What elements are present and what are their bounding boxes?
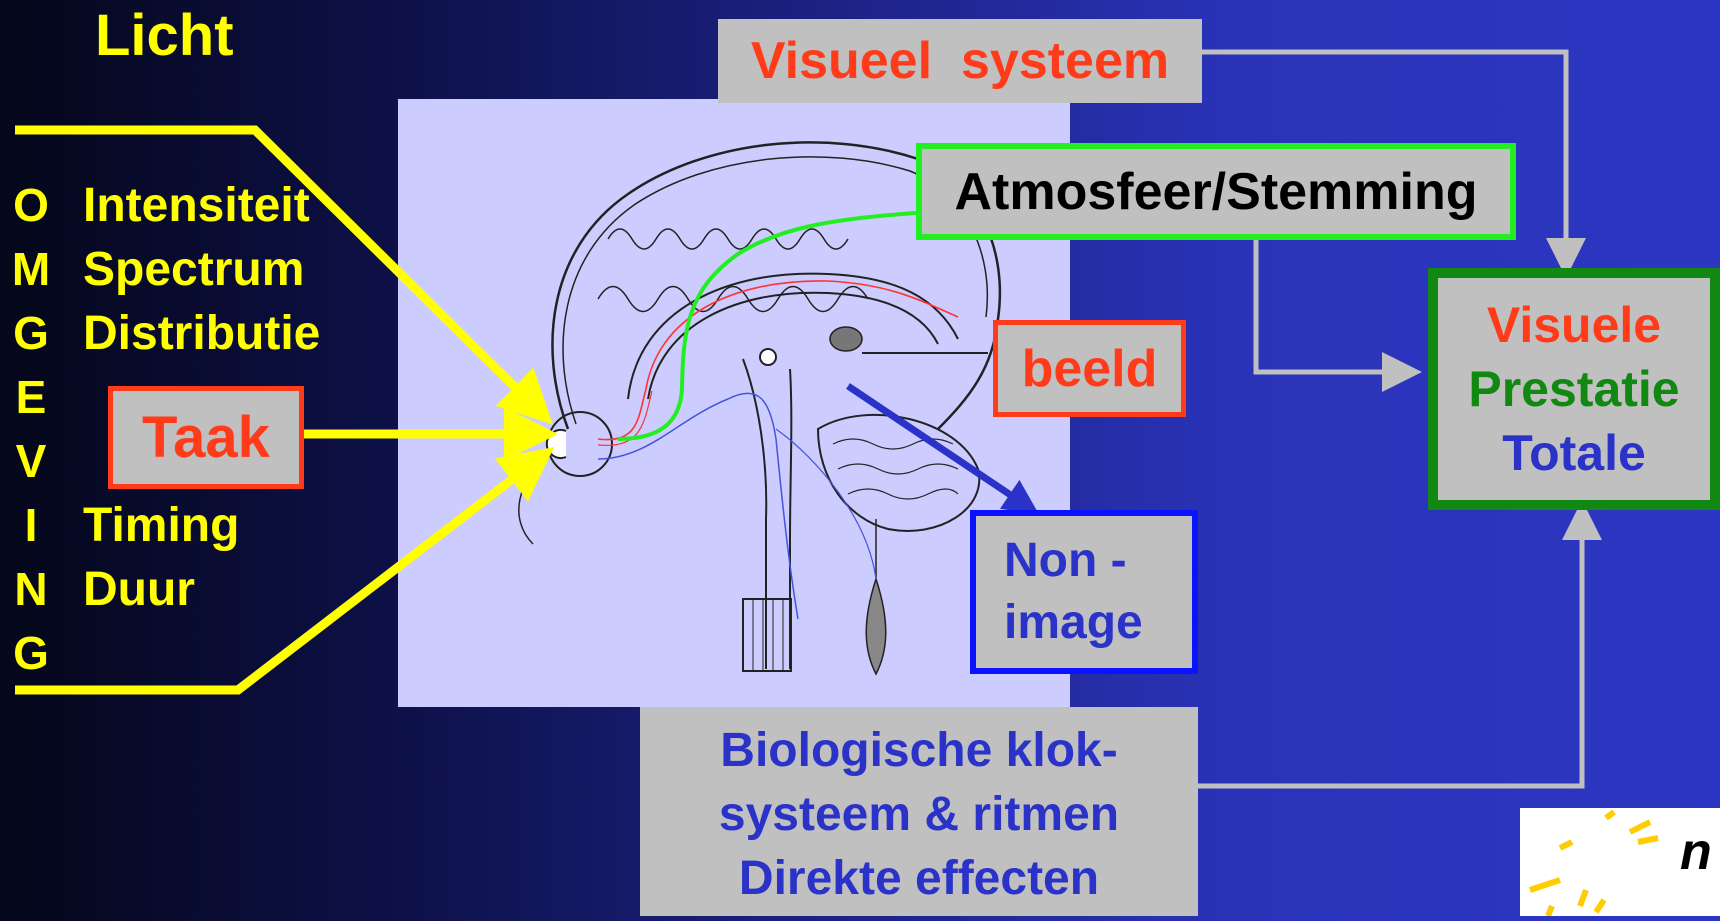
yellow-bottom-arrow [15, 458, 540, 690]
non-image-line: image [1004, 592, 1143, 654]
prestatie-line-totale: Totale [1502, 421, 1646, 485]
prestatie-line-prestatie: Prestatie [1468, 357, 1679, 421]
beeld-box: beeld [993, 320, 1186, 417]
logo-rays-icon [1520, 808, 1670, 916]
yellow-top-arrow [15, 130, 540, 412]
atmosfeer-to-prestatie-arrow [1256, 240, 1412, 372]
biologische-klok-box: Biologische klok- systeem & ritmen Direk… [640, 707, 1198, 916]
taak-box: Taak [108, 386, 304, 489]
bio-line: Biologische klok- [719, 719, 1119, 783]
bio-line: systeem & ritmen [719, 783, 1119, 847]
logo-letter: n [1680, 822, 1712, 882]
taak-label: Taak [142, 404, 270, 471]
bio-line: Direkte effecten [719, 847, 1119, 911]
atmosfeer-label: Atmosfeer/Stemming [955, 162, 1478, 222]
atmosfeer-box: Atmosfeer/Stemming [916, 143, 1516, 240]
visueel-systeem-box: Visueel systeem [718, 19, 1202, 103]
bio-to-prestatie-arrow [1198, 510, 1582, 786]
logo: n [1520, 808, 1720, 916]
visuele-prestatie-box: Visuele Prestatie Totale [1428, 268, 1720, 510]
beeld-label: beeld [1022, 339, 1158, 399]
visueel-systeem-label: Visueel systeem [751, 31, 1169, 91]
non-image-box: Non - image [970, 510, 1198, 674]
prestatie-line-visuele: Visuele [1487, 293, 1661, 357]
non-image-line: Non - [1004, 530, 1143, 592]
